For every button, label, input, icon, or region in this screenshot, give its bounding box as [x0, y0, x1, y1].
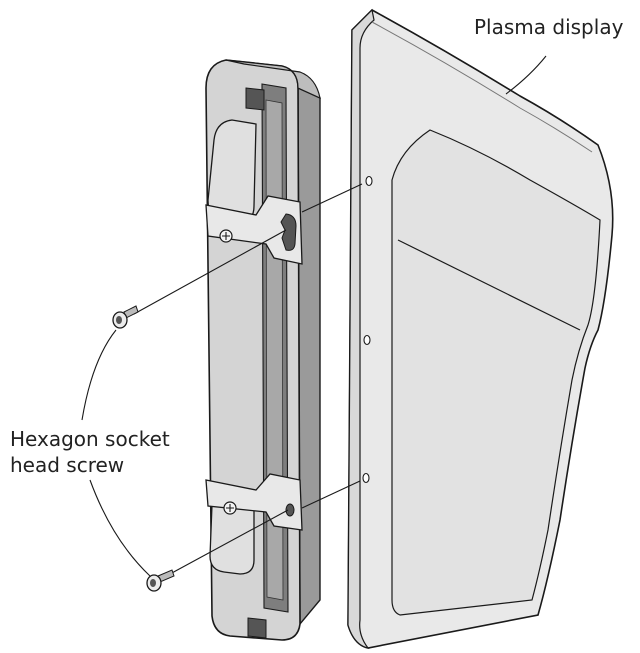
leader-screw-upper — [81, 329, 117, 421]
hexagon-screw-label-line1: Hexagon socket — [10, 427, 170, 451]
alignment-lines — [301, 183, 363, 509]
lower-hex-screw — [146, 569, 175, 592]
display-hole-top — [365, 175, 373, 187]
leader-screw-lower — [89, 479, 151, 577]
hexagon-screw-label-line2: head screw — [10, 453, 125, 477]
display-hole-bottom — [362, 472, 370, 484]
leader-lines — [81, 55, 547, 577]
mounting-bar — [205, 59, 321, 641]
hexagon-screw-label: Hexagon socket head screw — [10, 426, 170, 478]
plasma-display-label: Plasma display — [474, 15, 624, 39]
plasma-display-panel — [347, 8, 614, 649]
upper-hex-screw — [112, 305, 139, 329]
screw-insertion-lines — [133, 229, 289, 575]
display-hole-mid — [363, 334, 371, 346]
leader-display — [505, 55, 547, 95]
